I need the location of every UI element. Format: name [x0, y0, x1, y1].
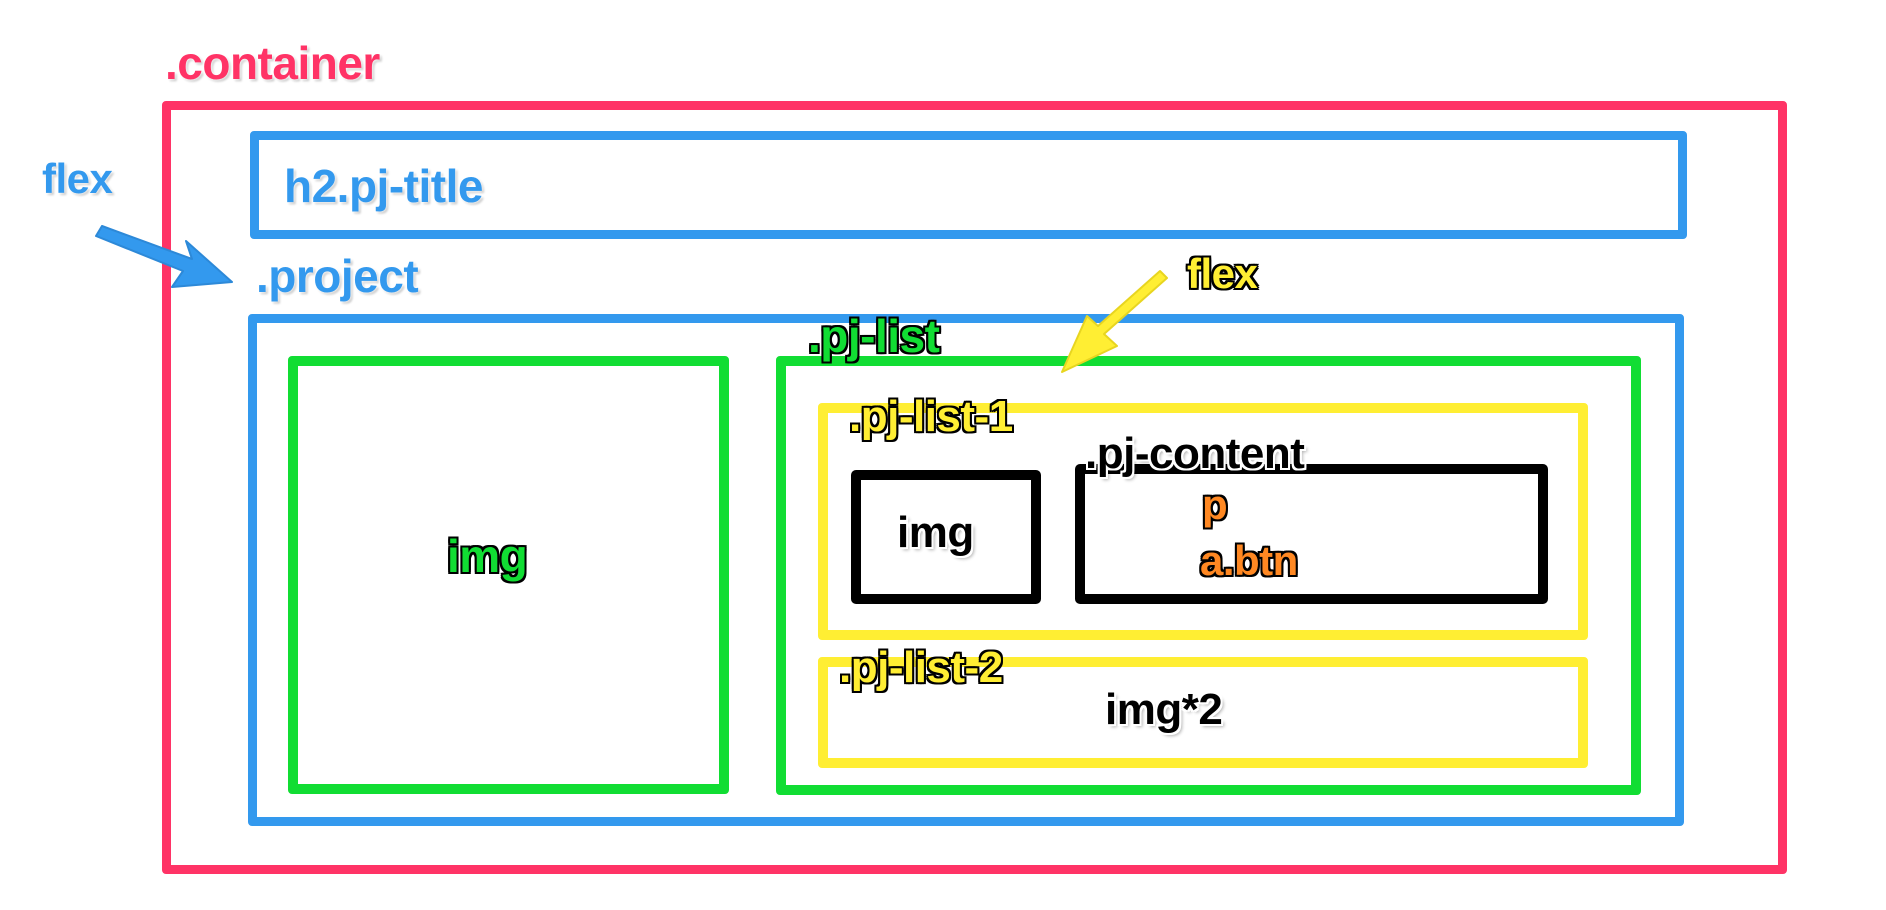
blue-arrow-icon [95, 225, 233, 288]
pj-list-label: .pj-list [808, 310, 940, 362]
pj-title-label: h2.pj-title [284, 160, 483, 212]
pj-list-2-label: .pj-list-2 [839, 643, 1003, 692]
img-2-label: img*2 [1105, 685, 1223, 734]
container-box [162, 101, 1787, 874]
btn-label: a.btn [1200, 537, 1298, 584]
flex-annotation-right: flex [1187, 250, 1258, 297]
img-large-box [288, 356, 729, 794]
pj-content-box [1075, 464, 1548, 604]
pj-list-2-box [818, 657, 1588, 768]
pj-content-label: .pj-content [1085, 429, 1305, 478]
project-label: .project [256, 250, 419, 302]
img-small-label: img [897, 508, 974, 557]
p-label: p [1202, 481, 1228, 528]
pj-title-box [250, 131, 1687, 239]
pj-list-1-label: .pj-list-1 [849, 392, 1013, 441]
pj-list-1-box [818, 403, 1588, 640]
flex-annotation-left: flex [42, 155, 113, 202]
img-large-label: img [447, 530, 528, 582]
img-small-box [851, 470, 1041, 604]
project-box [248, 314, 1684, 826]
yellow-arrow-icon [1061, 270, 1168, 373]
container-label: .container [165, 37, 380, 89]
pj-list-box [776, 356, 1641, 795]
